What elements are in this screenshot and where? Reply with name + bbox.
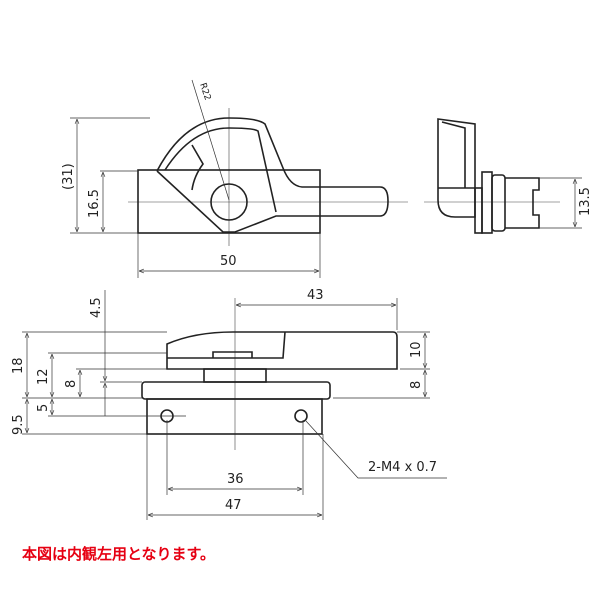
handle-detail: [167, 331, 286, 359]
side-view: 13.5: [424, 118, 593, 234]
dim-36-label: 36: [227, 472, 244, 487]
dim-18-label: 18: [11, 357, 26, 374]
dim-50-label: 50: [220, 254, 237, 269]
lever-arm: [156, 117, 389, 233]
dim-4-5-label: 4.5: [89, 297, 104, 318]
dim-43-label: 43: [307, 288, 324, 303]
pivot-circle: [210, 183, 248, 221]
dim-12-label: 12: [36, 368, 51, 385]
side-plate: [481, 171, 493, 234]
lever-inner-edge: [164, 127, 277, 213]
thread-spec-label: 2-M4 x 0.7: [368, 460, 437, 475]
side-handle: [437, 118, 476, 218]
radius-label: R22: [197, 82, 212, 102]
handle: [166, 331, 398, 370]
screw-hole-right: [294, 409, 308, 423]
base-plate: [137, 169, 321, 234]
front-view: 43 4.5 18 12 8 9.5 5 10 8 36 47 2-M4 x 0…: [11, 288, 447, 520]
usage-note: 本図は内観左用となります。: [22, 545, 216, 563]
base-plate: [141, 381, 331, 400]
side-fork: [505, 177, 540, 229]
side-handle-inner: [438, 121, 475, 189]
top-view: R22 (31) 16.5 50: [61, 79, 408, 278]
side-collar: [491, 174, 506, 232]
cam-edge: [191, 144, 204, 191]
dim-10-label: 10: [409, 341, 424, 358]
dim-16-5-label: 16.5: [87, 189, 102, 218]
dim-9-5-label: 9.5: [11, 414, 26, 435]
dim-13-5-label: 13.5: [578, 187, 593, 216]
dim-5-label: 5: [36, 404, 51, 412]
thread-leader: [305, 420, 447, 479]
radius-leader: [191, 79, 230, 201]
dim-8-right-label: 8: [409, 381, 424, 389]
dim-47-label: 47: [225, 498, 242, 513]
dim-8-left-label: 8: [64, 380, 79, 388]
dim-31-label: (31): [61, 163, 76, 190]
base-block: [146, 398, 323, 435]
side-stem: [474, 187, 483, 234]
